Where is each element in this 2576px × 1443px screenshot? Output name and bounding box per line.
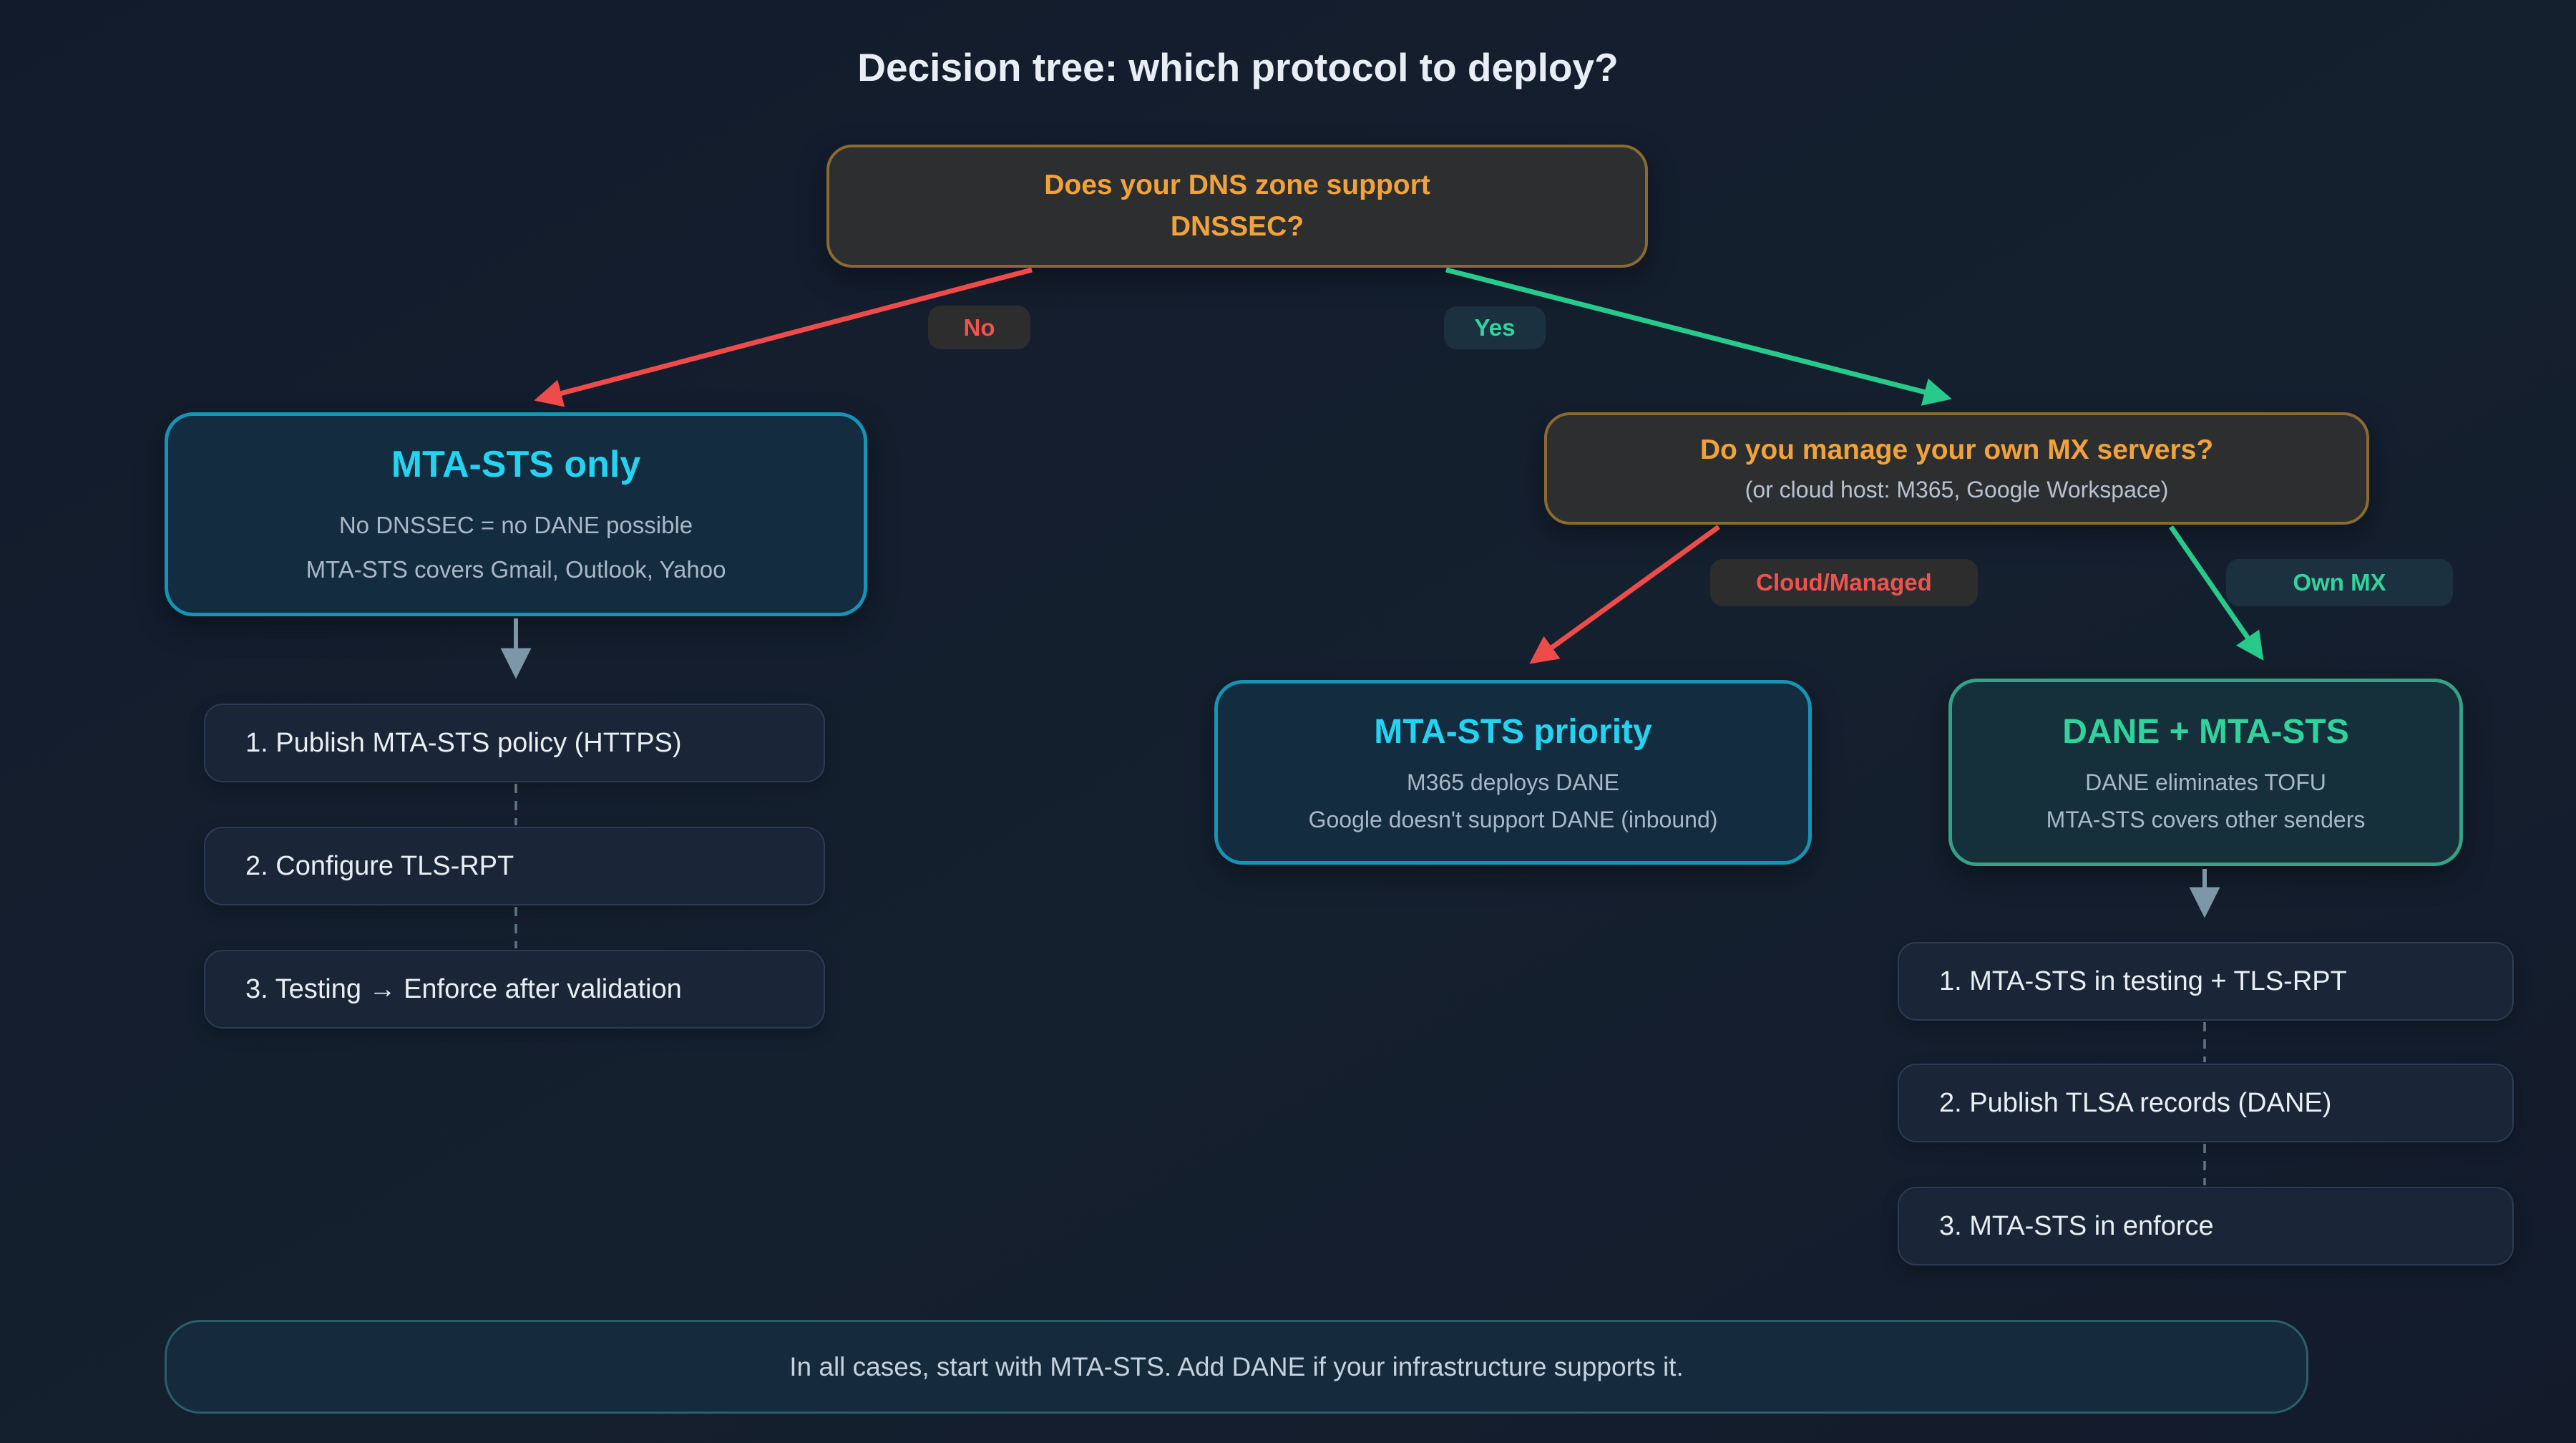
edge-label-yes: Yes (1444, 306, 1546, 349)
dnssec-question-line1: Does your DNS zone support (1044, 170, 1430, 200)
mx-question-title: Do you manage your own MX servers? (1699, 434, 2214, 465)
page-title: Decision tree: which protocol to deploy? (857, 45, 1619, 89)
dane-mta-sts-line1: DANE eliminates TOFU (2085, 769, 2326, 795)
mx-question-subtitle: (or cloud host: M365, Google Workspace) (1745, 476, 2169, 502)
dnssec-question-line2: DNSSEC? (1170, 211, 1304, 242)
edge-label-own-mx: Own MX (2226, 559, 2453, 606)
node-mx-question: Do you manage your own MX servers? (or c… (1544, 412, 2369, 525)
mta-sts-only-title: MTA-STS only (391, 443, 641, 485)
mta-sts-priority-line1: M365 deploys DANE (1406, 769, 1620, 795)
mta-sts-only-line1: No DNSSEC = no DANE possible (338, 511, 693, 538)
step-right-3: 3. MTA-STS in enforce (1898, 1187, 2514, 1265)
node-mta-sts-priority: MTA-STS priority M365 deploys DANE Googl… (1214, 680, 1812, 865)
step-left-2: 2. Configure TLS-RPT (204, 827, 825, 905)
step-left-1: 1. Publish MTA-STS policy (HTTPS) (204, 704, 825, 782)
mta-sts-only-line2: MTA-STS covers Gmail, Outlook, Yahoo (306, 555, 726, 583)
mta-sts-priority-title: MTA-STS priority (1374, 713, 1652, 751)
node-mta-sts-only: MTA-STS only No DNSSEC = no DANE possibl… (165, 412, 867, 616)
edge-label-cloud-managed: Cloud/Managed (1710, 559, 1978, 606)
dane-mta-sts-line2: MTA-STS covers other senders (2046, 807, 2366, 832)
dane-mta-sts-title: DANE + MTA-STS (2062, 713, 2349, 751)
mta-sts-priority-line2: Google doesn't support DANE (inbound) (1308, 807, 1718, 832)
step-left-3: 3. Testing → Enforce after validation (204, 950, 825, 1029)
node-dnssec-question: Does your DNS zone support DNSSEC? (826, 145, 1648, 268)
footer-note-text: In all cases, start with MTA-STS. Add DA… (789, 1351, 1684, 1381)
footer-note: In all cases, start with MTA-STS. Add DA… (165, 1320, 2308, 1414)
step-right-2: 2. Publish TLSA records (DANE) (1898, 1064, 2514, 1142)
edge-cloud-managed-arrow (1529, 525, 1721, 664)
step-right-1: 1. MTA-STS in testing + TLS-RPT (1898, 942, 2514, 1021)
edge-label-no: No (928, 306, 1030, 349)
node-dane-mta-sts: DANE + MTA-STS DANE eliminates TOFU MTA-… (1948, 679, 2463, 866)
